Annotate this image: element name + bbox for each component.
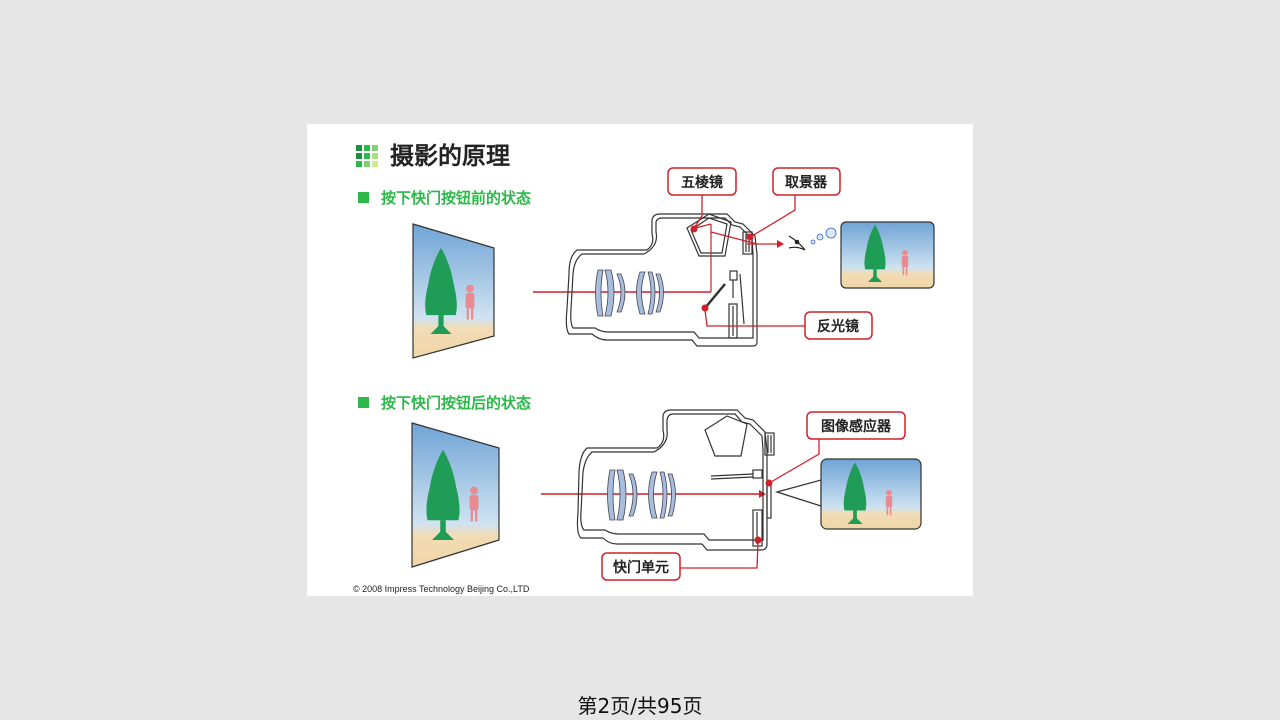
sensor-image	[774, 458, 922, 530]
copyright-text: © 2008 Impress Technology Beijing Co.,LT…	[353, 584, 530, 594]
lens-group-after	[607, 469, 676, 521]
arrow-head-icon	[777, 240, 784, 248]
section-title-before: 按下快门按钮前的状态	[381, 189, 531, 207]
label-viewfinder: 取景器	[785, 175, 828, 191]
viewfinder-image	[840, 221, 935, 289]
label-box-image-sensor	[806, 411, 906, 440]
label-image-sensor: 图像感应器	[821, 418, 892, 435]
section-title-after: 按下快门按钮后的状态	[381, 394, 531, 412]
callout-line	[680, 541, 759, 569]
diagram-canvas: 摄影的原理 按下快门按钮前的状态 按下快门按钮后的状态	[353, 142, 935, 594]
callout-dot	[701, 304, 709, 312]
callout-line	[751, 195, 796, 237]
slide: 摄影的原理 按下快门按钮前的状态 按下快门按钮后的状态	[307, 124, 973, 596]
camera-body-after	[576, 409, 775, 551]
label-box-viewfinder	[772, 167, 841, 196]
section-bullet-icon	[358, 192, 369, 203]
thought-bubble-dot	[810, 239, 816, 245]
thought-bubble-dot	[816, 233, 824, 241]
callout-dot	[754, 536, 762, 544]
thought-bubble-dot	[825, 227, 837, 239]
reflex-mirror	[704, 283, 726, 309]
callout-line	[770, 439, 820, 483]
subject-scene-after	[411, 422, 500, 568]
page-indicator: 第2页/共95页	[577, 694, 703, 718]
callout-dot	[690, 225, 698, 233]
label-pentaprism: 五棱镜	[681, 174, 723, 191]
light-path-line	[710, 231, 758, 245]
label-shutter-unit: 快门单元	[613, 559, 669, 576]
callout-line	[704, 309, 805, 327]
camera-body-before	[565, 213, 758, 347]
callout-dot	[746, 233, 754, 241]
title-grid-icon	[356, 145, 378, 167]
light-path-line	[694, 223, 712, 229]
lens-group-before	[595, 269, 664, 317]
callout-line	[693, 195, 703, 229]
slide-title: 摄影的原理	[390, 142, 510, 170]
callout-dot	[765, 479, 773, 487]
subject-scene-before	[412, 223, 495, 359]
label-box-shutter-unit	[601, 552, 681, 581]
eye-icon	[788, 235, 806, 251]
section-bullet-icon	[358, 397, 369, 408]
label-mirror: 反光镜	[817, 318, 859, 335]
